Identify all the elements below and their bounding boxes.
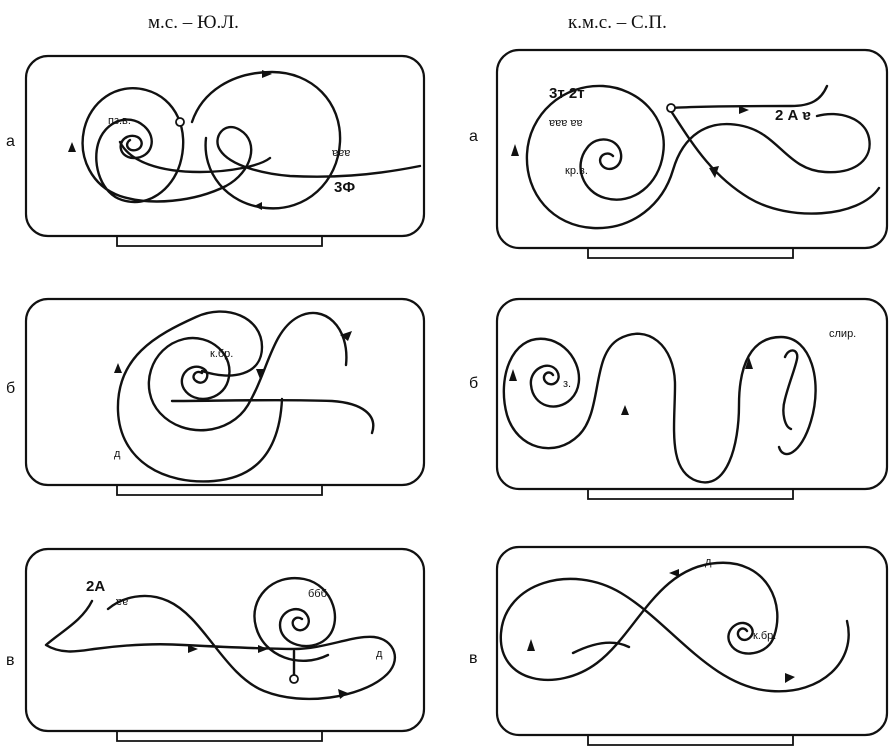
arrow-marker	[254, 202, 262, 210]
rink-outline	[495, 545, 889, 737]
trajectory	[81, 87, 422, 204]
bench-marker	[116, 485, 323, 496]
trajectory-loop	[116, 310, 284, 483]
rink-outline	[24, 54, 426, 238]
title-right: к.м.с. – С.П.	[568, 12, 667, 33]
label-pzv: пз.в.	[108, 115, 131, 127]
diagram-right-b: слир. з.	[495, 297, 889, 500]
label-krv: кр.в.	[565, 165, 588, 177]
label-d: д	[376, 648, 383, 660]
arrow-marker	[509, 369, 517, 381]
row-letter-c-left: в	[6, 652, 15, 669]
trajectory-main	[44, 594, 396, 701]
trajectory-inner	[118, 140, 272, 174]
diagram-left-a: пз.в. ɐɐɐ 3Ф	[24, 54, 426, 247]
label-d: д	[114, 448, 121, 460]
label-kbr: к.бр.	[210, 348, 233, 360]
bench-marker	[587, 248, 794, 259]
trajectory	[525, 84, 871, 230]
rink-outline	[495, 48, 889, 250]
rink-outline	[24, 297, 426, 487]
rink-outline	[24, 547, 426, 733]
arrow-marker	[621, 405, 629, 415]
trajectory-curve	[667, 106, 881, 215]
arrow-marker	[256, 369, 264, 379]
arrow-marker	[262, 70, 272, 78]
label-3t2t: 3т 2т	[549, 85, 585, 102]
diagram-left-c: 2А ɐɐ ббб д	[24, 547, 426, 742]
start-marker	[175, 117, 185, 127]
arrow-marker	[745, 357, 753, 369]
arrow-marker	[340, 331, 352, 341]
trajectory-start	[571, 641, 631, 655]
arrow-marker	[188, 645, 198, 653]
row-letter-a-left: а	[6, 133, 15, 150]
arrow-marker	[338, 689, 348, 699]
row-letter-c-right: в	[469, 650, 478, 667]
label-kbr: к.бр.	[753, 630, 776, 642]
arrow-marker	[739, 106, 749, 114]
label-ffc: ɐɐ	[116, 596, 128, 608]
trajectory-exit	[669, 84, 829, 110]
diagram-left-b: к.бр. д	[24, 297, 426, 496]
trajectory-hook	[782, 349, 799, 431]
label-2a: 2А	[86, 578, 105, 595]
label-ffa: ɐɐɐ	[332, 147, 350, 159]
label-ffb: ɐɐɐ ɐɐ	[549, 117, 583, 129]
row-letter-a-right: а	[469, 128, 478, 145]
start-marker	[666, 103, 676, 113]
trajectory-exit	[170, 398, 375, 435]
rink-outline	[495, 297, 889, 491]
trajectory	[253, 576, 337, 663]
arrow-marker	[709, 166, 719, 178]
arrow-marker	[68, 142, 76, 152]
diagram-right-c: к.бр. д	[495, 545, 889, 746]
label-bbb: ббб	[308, 588, 327, 600]
bench-marker	[116, 236, 323, 247]
arrow-marker	[511, 144, 519, 156]
label-zf: 3Ф	[334, 179, 355, 196]
label-2a: 2 А ɐ	[775, 107, 811, 124]
arrow-marker	[258, 645, 268, 653]
arrow-marker	[785, 673, 795, 683]
start-marker	[289, 674, 299, 684]
bench-marker	[587, 735, 794, 746]
arrow-marker	[527, 639, 535, 651]
bench-marker	[587, 489, 794, 500]
bench-marker	[116, 731, 323, 742]
label-slir: слир.	[829, 328, 856, 340]
row-letter-b-left: б	[6, 380, 16, 397]
arrow-marker	[114, 363, 122, 373]
label-d: д	[705, 556, 712, 568]
trajectory	[502, 332, 817, 484]
label-z: з.	[563, 378, 571, 390]
title-left: м.с. – Ю.Л.	[148, 12, 239, 33]
row-letter-b-right: б	[469, 375, 479, 392]
arrow-marker	[669, 569, 679, 577]
trajectory-loop	[190, 70, 342, 210]
diagram-right-a: 3т 2т ɐɐɐ ɐɐ кр.в. 2 А ɐ	[495, 48, 889, 259]
trajectory	[499, 561, 850, 693]
